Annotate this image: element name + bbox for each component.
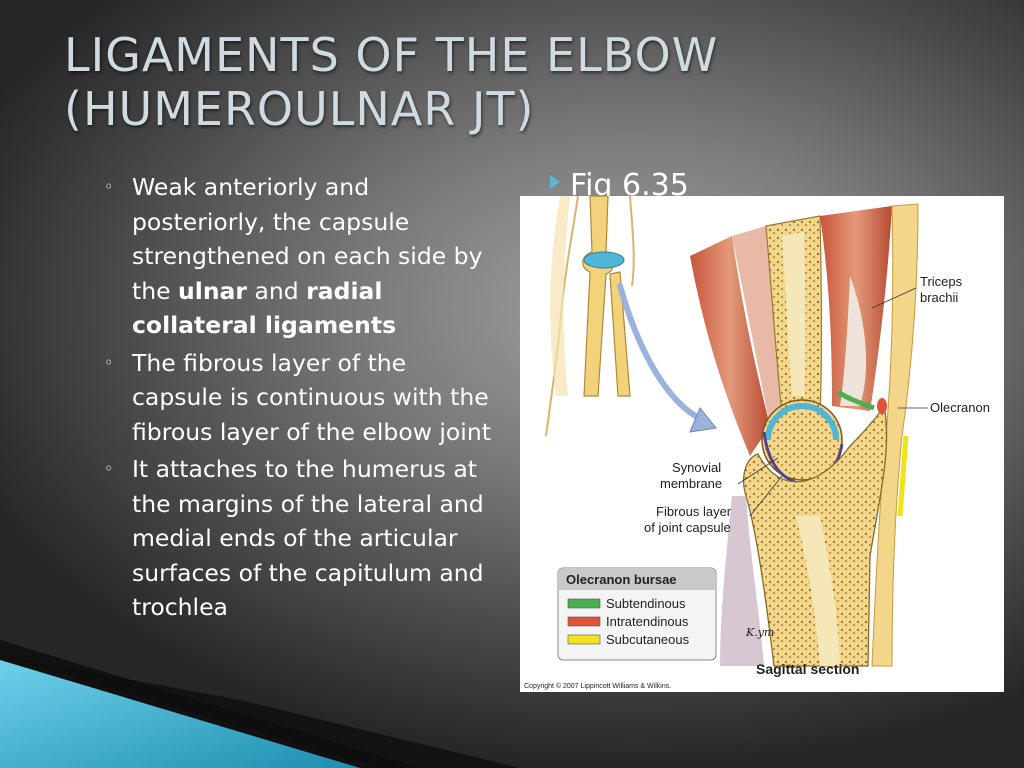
arm-inset bbox=[545, 196, 635, 437]
bursae-legend: Olecranon bursae SubtendinousIntratendin… bbox=[557, 567, 717, 661]
title-line-1: LIGAMENTS OF THE ELBOW bbox=[64, 28, 719, 82]
label-synovial-line2: membrane bbox=[660, 476, 722, 491]
bullet-marker: ◦ bbox=[104, 459, 114, 478]
slide-title: LIGAMENTS OF THE ELBOW (HUMEROULNAR JT) bbox=[64, 28, 964, 136]
legend-swatch bbox=[567, 598, 601, 609]
elbow-illustration: Triceps brachii Olecranon Synovial membr… bbox=[524, 196, 990, 690]
label-olecranon: Olecranon bbox=[930, 400, 990, 415]
bullet-text: The fibrous layer of the capsule is cont… bbox=[132, 348, 491, 446]
label-fibrous-line2: of joint capsule bbox=[644, 520, 731, 535]
bullet-text: Weak anteriorly and posteriorly, the cap… bbox=[132, 173, 483, 305]
bullet-marker: ◦ bbox=[104, 177, 114, 196]
bullet-text: It attaches to the humerus at the margin… bbox=[132, 455, 484, 621]
legend-swatch bbox=[567, 634, 601, 645]
label-synovial-line1: Synovial bbox=[672, 460, 721, 475]
subtendinous-bursa bbox=[836, 389, 875, 411]
bullet-bold-text: ulnar bbox=[178, 276, 248, 305]
subcutaneous-bursa bbox=[897, 435, 909, 517]
bullet-marker: ◦ bbox=[104, 352, 114, 372]
artist-signature: K.ym bbox=[745, 626, 774, 639]
bullet-list: ◦ Weak anteriorly and posteriorly, the c… bbox=[104, 170, 496, 628]
bullet-item: ◦ Weak anteriorly and posteriorly, the c… bbox=[104, 170, 496, 343]
legend-label: Subtendinous bbox=[606, 596, 686, 611]
bullet-bold-text: radial collateral ligaments bbox=[132, 276, 397, 340]
copyright-notice: Copyright © 2007 Lippincott Williams & W… bbox=[524, 682, 671, 690]
pointer-arrowhead bbox=[689, 407, 717, 433]
title-line-2: (HUMEROULNAR JT) bbox=[64, 82, 535, 136]
legend-title: Olecranon bursae bbox=[566, 572, 677, 587]
callout-lines bbox=[737, 287, 928, 517]
pointer-arrow bbox=[617, 283, 708, 424]
label-triceps-line1: Triceps bbox=[920, 274, 963, 289]
legend-label: Subcutaneous bbox=[606, 632, 690, 647]
sagittal-section bbox=[690, 203, 919, 667]
bullet-item: ◦ It attaches to the humerus at the marg… bbox=[104, 452, 496, 625]
label-sagittal-section: Sagittal section bbox=[756, 661, 859, 677]
triangle-bullet-icon bbox=[550, 175, 560, 189]
elbow-sagittal-figure: Triceps brachii Olecranon Synovial membr… bbox=[520, 196, 1004, 692]
bullet-text: and bbox=[247, 276, 307, 305]
bullet-item: ◦ The fibrous layer of the capsule is co… bbox=[104, 346, 496, 450]
legend-label: Intratendinous bbox=[606, 614, 689, 629]
intratendinous-bursa bbox=[877, 398, 887, 414]
label-triceps-line2: brachii bbox=[920, 290, 958, 305]
legend-swatch bbox=[567, 616, 601, 627]
label-fibrous-line1: Fibrous layer bbox=[656, 504, 732, 519]
